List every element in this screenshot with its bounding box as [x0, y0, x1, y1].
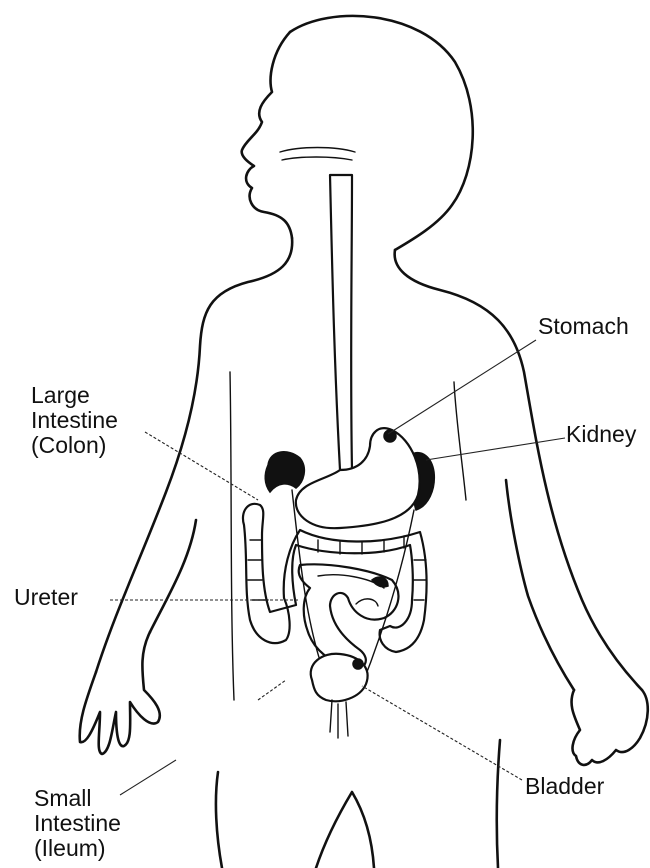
- ureter-label: Ureter: [14, 585, 78, 610]
- small-intestine-label: Small Intestine (Ileum): [34, 786, 121, 861]
- stomach-label: Stomach: [538, 314, 629, 339]
- large-intestine-label: Large Intestine (Colon): [31, 383, 118, 458]
- bladder-leader: [362, 686, 522, 780]
- small-intestine: [299, 564, 399, 668]
- stomach-leader: [388, 340, 536, 434]
- small-intestine-leader: [120, 760, 176, 795]
- stomach: [296, 428, 420, 528]
- large-intestine-leader: [145, 432, 258, 500]
- kidney-leader: [426, 438, 565, 460]
- bladder: [311, 654, 368, 738]
- small-intestine-leader-upper: [258, 680, 286, 700]
- child-body-outline: [80, 16, 648, 868]
- esophagus: [280, 148, 355, 471]
- bladder-label: Bladder: [525, 774, 604, 799]
- kidney-label: Kidney: [566, 422, 636, 447]
